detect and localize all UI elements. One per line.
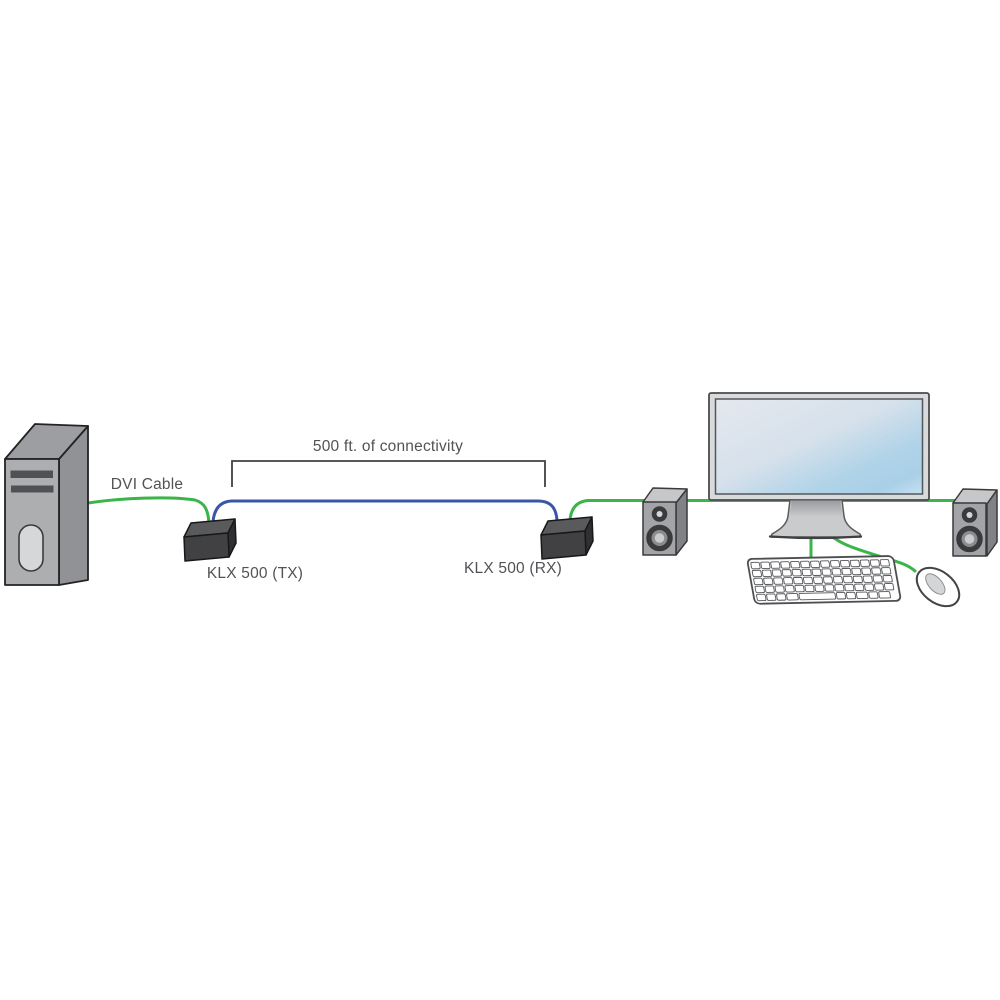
monitor-screen bbox=[714, 398, 924, 495]
keyboard bbox=[746, 555, 902, 605]
transmitter-box bbox=[183, 518, 237, 562]
right-speaker bbox=[952, 488, 998, 557]
monitor-cable bbox=[568, 499, 960, 522]
monitor bbox=[708, 392, 930, 501]
dvi-cable bbox=[86, 496, 211, 525]
tower-drive-bay bbox=[10, 470, 53, 478]
keyboard-keys bbox=[750, 559, 895, 602]
tx-front-face bbox=[183, 532, 230, 562]
transmitter-label: KLX 500 (TX) bbox=[207, 565, 303, 582]
right-speaker-side-face bbox=[986, 489, 998, 557]
receiver-label: KLX 500 (RX) bbox=[464, 560, 562, 577]
dvi-cable-label: DVI Cable bbox=[111, 476, 183, 493]
distance-bracket bbox=[231, 460, 546, 487]
rx-front-face bbox=[540, 530, 587, 560]
computer-tower bbox=[4, 423, 89, 586]
tower-power-panel bbox=[18, 524, 44, 572]
left-speaker bbox=[642, 487, 688, 556]
mouse-grip bbox=[925, 573, 946, 595]
connectivity-distance-label: 500 ft. of connectivity bbox=[313, 438, 463, 455]
stand-base-edge bbox=[768, 535, 863, 540]
monitor-stand bbox=[768, 499, 863, 540]
receiver-box bbox=[540, 516, 594, 560]
mouse bbox=[915, 566, 961, 608]
tower-drive-bay bbox=[11, 485, 54, 493]
stand-neck bbox=[789, 501, 843, 516]
extension-cable bbox=[211, 499, 559, 524]
